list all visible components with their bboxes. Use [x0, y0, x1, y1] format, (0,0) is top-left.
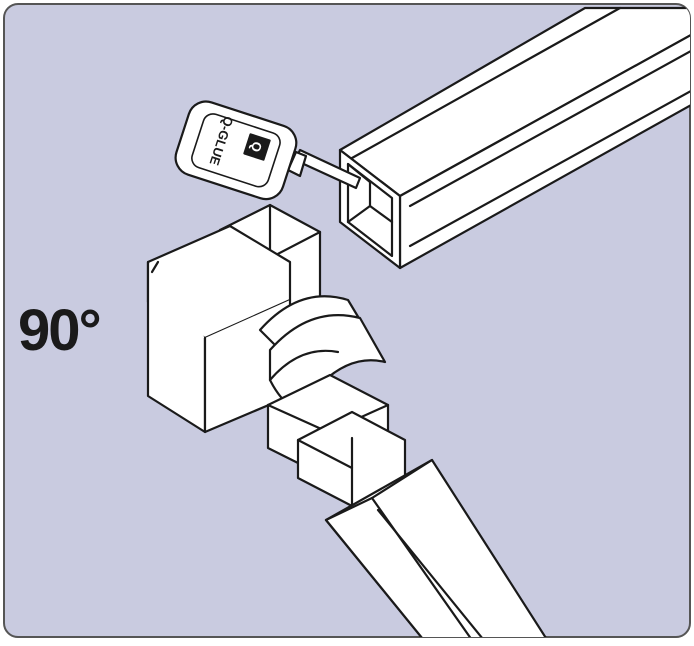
angle-label: 90° — [18, 298, 100, 363]
